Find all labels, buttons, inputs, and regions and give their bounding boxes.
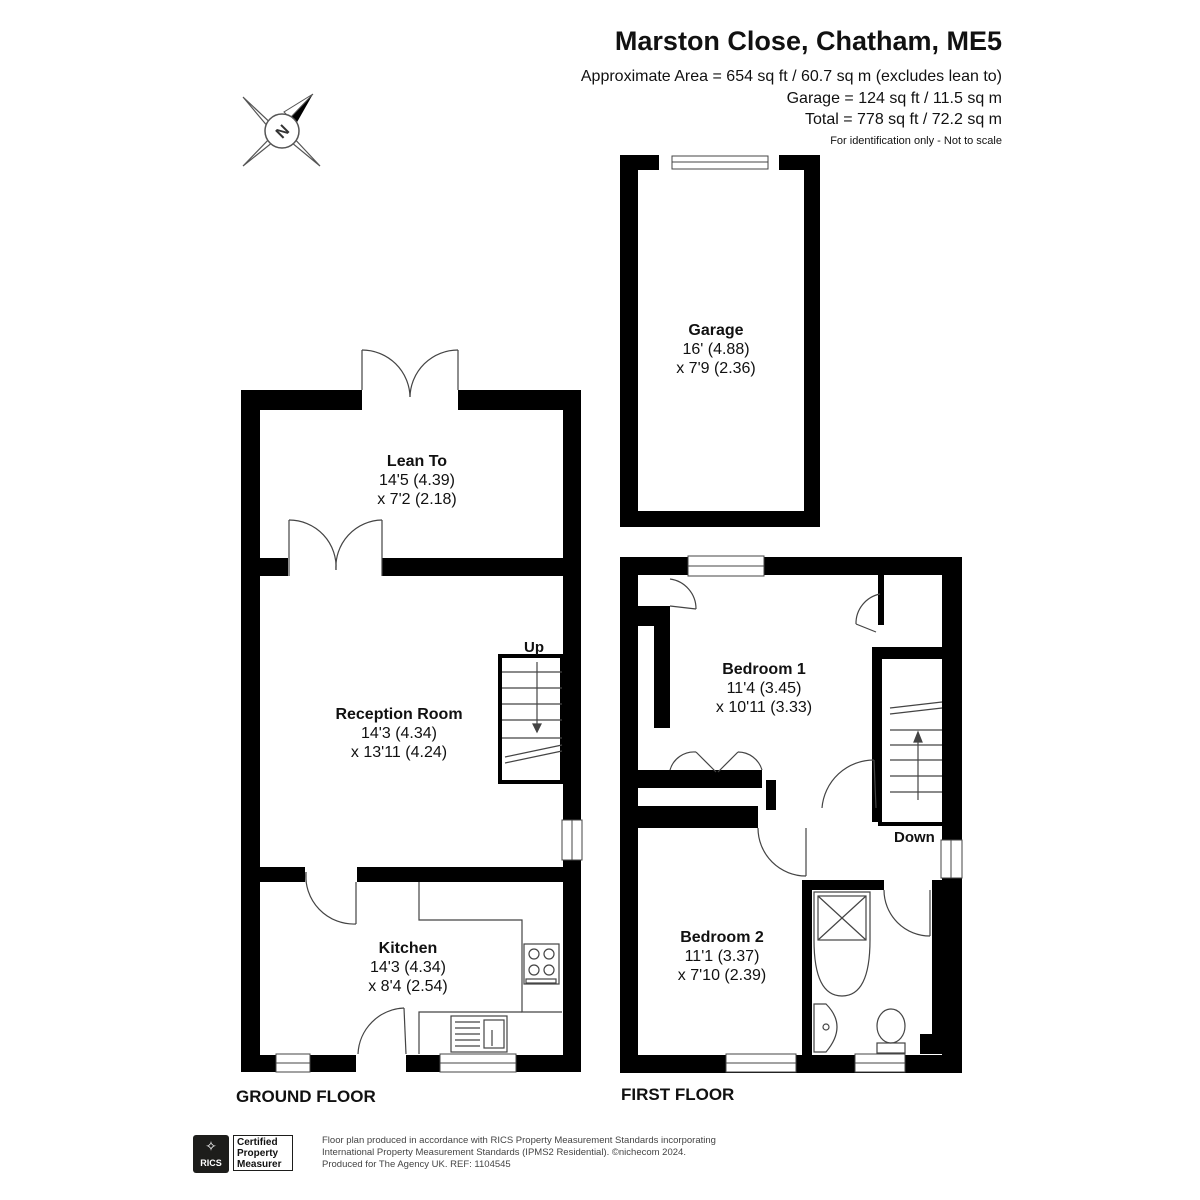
lean-to-dim2: x 7'2 (2.18): [377, 491, 457, 508]
first-floor-label: FIRST FLOOR: [621, 1085, 735, 1104]
ground-staircase: [498, 654, 564, 784]
kitchen-dim1: 14'3 (4.34): [370, 959, 446, 976]
reception-dim2: x 13'11 (4.24): [351, 744, 447, 761]
rics-logo-text: RICS: [200, 1158, 222, 1168]
compass-north-icon: N: [242, 93, 321, 167]
bedroom1-name: Bedroom 1: [722, 661, 806, 678]
reception-dim1: 14'3 (4.34): [361, 725, 437, 742]
lean-to-name: Lean To: [387, 453, 447, 470]
bedroom1-dim1: 11'4 (3.45): [727, 680, 802, 697]
first-door-swings: [669, 578, 931, 937]
bedroom2-dim1: 11'1 (3.37): [685, 948, 760, 965]
garage-dim2: x 7'9 (2.36): [676, 360, 756, 377]
footer-line2: International Property Measurement Stand…: [322, 1147, 686, 1158]
area-total: Total = 778 sq ft / 72.2 sq m: [805, 111, 1002, 128]
area-garage: Garage = 124 sq ft / 11.5 sq m: [786, 90, 1002, 107]
stairs-up-label: Up: [524, 639, 544, 656]
scale-note: For identification only - Not to scale: [830, 135, 1002, 147]
ground-door-swings: [288, 349, 459, 1055]
kitchen-units: [418, 882, 562, 1054]
rics-badge: ✧ RICS Certified Property Measurer: [193, 1135, 297, 1175]
first-floor-partitions: [638, 575, 942, 1055]
basin-icon: [813, 1003, 838, 1053]
lean-to-dim1: 14'5 (4.39): [379, 472, 455, 489]
garage-name: Garage: [688, 322, 743, 339]
footer-line1: Floor plan produced in accordance with R…: [322, 1135, 716, 1146]
kitchen-name: Kitchen: [379, 940, 438, 957]
garage-dim1: 16' (4.88): [682, 341, 749, 358]
sink-icon: [450, 1015, 508, 1053]
footer-disclaimer: Floor plan produced in accordance with R…: [322, 1135, 716, 1171]
rics-line3: Measurer: [237, 1159, 282, 1170]
area-main: Approximate Area = 654 sq ft / 60.7 sq m…: [580, 68, 1002, 85]
room-labels: Garage 16' (4.88) x 7'9 (2.36) Lean To 1…: [335, 322, 812, 995]
rics-line1: Certified: [237, 1137, 278, 1148]
bedroom2-name: Bedroom 2: [680, 929, 764, 946]
ground-floor-label: GROUND FLOOR: [236, 1087, 376, 1106]
reception-name: Reception Room: [335, 706, 462, 723]
bathroom-fittings: [813, 891, 906, 1054]
garage-walls: [620, 154, 820, 527]
bedroom1-dim2: x 10'11 (3.33): [716, 699, 812, 716]
hob-icon: [523, 943, 560, 985]
rics-logo: ✧ RICS: [193, 1135, 229, 1173]
rics-line2: Property: [237, 1148, 279, 1159]
plan-title: Marston Close, Chatham, ME5: [614, 26, 1002, 56]
bath-icon: [813, 891, 871, 997]
footer-line3: Produced for The Agency UK. REF: 1104545: [322, 1159, 511, 1170]
first-staircase: [889, 701, 943, 800]
bedroom2-dim2: x 7'10 (2.39): [678, 967, 766, 984]
kitchen-dim2: x 8'4 (2.54): [368, 978, 448, 995]
rics-certified-box: Certified Property Measurer: [233, 1135, 293, 1171]
stairs-down-label: Down: [894, 829, 935, 846]
